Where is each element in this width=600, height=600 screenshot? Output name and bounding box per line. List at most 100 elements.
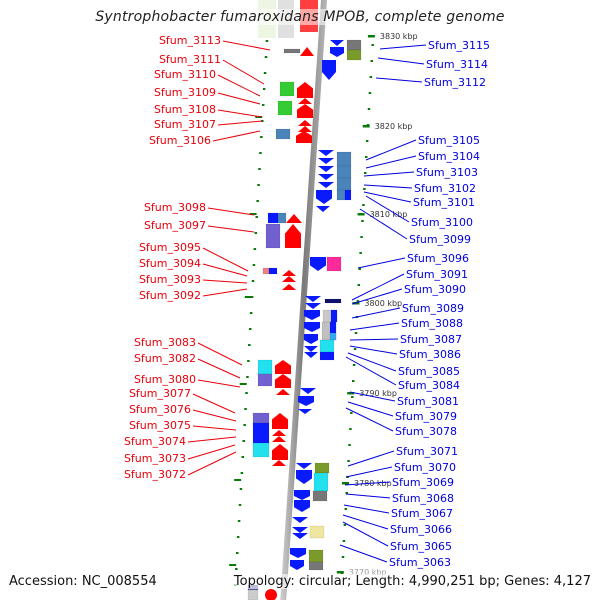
leader-line (197, 379, 241, 388)
leader-line (342, 514, 389, 530)
feature-box (336, 151, 352, 167)
feature-box (279, 81, 295, 97)
ruler-dot (371, 44, 374, 46)
ruler-dot (364, 172, 367, 174)
forward-gene-arrow (275, 374, 291, 388)
leader-line (192, 393, 236, 414)
leader-line (197, 358, 241, 379)
ruler-dot (345, 492, 348, 494)
reverse-gene-arrow (292, 517, 308, 523)
scale-tick-label: 3770 kbp (349, 568, 387, 577)
feature-box (252, 442, 270, 458)
ruler-dot (247, 360, 250, 362)
feature-marker (265, 589, 277, 600)
gene-label-left: Sfum_3092 (139, 289, 201, 302)
leader-line (207, 207, 255, 216)
leader-line (217, 109, 263, 118)
reverse-gene-arrow (304, 352, 318, 358)
leader-line (217, 92, 261, 105)
forward-gene-arrow (275, 360, 291, 374)
feature-box (308, 561, 324, 571)
leader-line (202, 247, 249, 272)
leader-line (359, 208, 408, 240)
feature-box (268, 267, 278, 275)
gene-label-right: Sfum_3089 (402, 302, 464, 315)
forward-gene-arrow (298, 126, 312, 132)
ruler-dot (256, 200, 259, 202)
leader-line (363, 191, 412, 203)
scale-tick-label: 3790 kbp (359, 389, 397, 398)
feature-box (324, 298, 342, 304)
gene-label-left: Sfum_3083 (134, 336, 196, 349)
forward-gene-arrow (298, 98, 312, 104)
feature-box (336, 177, 352, 191)
scale-tick (357, 213, 365, 216)
leader-line (342, 521, 389, 547)
leader-line (347, 401, 394, 417)
leader-line (365, 155, 417, 169)
gene-label-right: Sfum_3115 (428, 39, 490, 52)
ruler-dot (261, 120, 264, 122)
gene-label-left: Sfum_3076 (129, 403, 191, 416)
ruler-dot (363, 188, 366, 190)
feature-box (312, 490, 328, 502)
reverse-gene-arrow (316, 190, 332, 204)
reverse-gene-arrow (310, 257, 326, 271)
forward-gene-arrow (282, 270, 296, 276)
feature-box (313, 472, 329, 492)
reverse-gene-arrow (290, 560, 304, 570)
gene-label-right: Sfum_3100 (411, 216, 473, 229)
ruler-dot (235, 552, 239, 554)
accession-text: Accession: NC_008554 (9, 574, 157, 589)
feature-box (326, 256, 342, 272)
scale-tick (362, 125, 370, 128)
ruler-dot (369, 76, 373, 78)
leader-line (363, 171, 415, 177)
feature-box (344, 189, 352, 201)
ruler-dot (258, 168, 261, 170)
ruler-dot (264, 56, 268, 58)
leader-line (347, 352, 397, 372)
leader-line (217, 120, 263, 126)
leader-line (349, 391, 396, 402)
forward-gene-arrow (272, 436, 286, 442)
ruler-dot (263, 72, 267, 74)
feature-box (319, 351, 335, 361)
leader-line (187, 451, 237, 476)
ruler-dot (251, 280, 255, 282)
scale-tick (234, 479, 242, 481)
gene-label-left: Sfum_3097 (144, 219, 206, 232)
gene-label-left: Sfum_3107 (154, 118, 216, 131)
ruler-dot (262, 88, 266, 90)
gene-label-right: Sfum_3099 (409, 233, 471, 246)
ruler-dot (356, 300, 360, 302)
reverse-gene-arrow (318, 158, 334, 164)
reverse-gene-arrow (294, 490, 310, 500)
scale-tick (336, 571, 344, 574)
reverse-gene-arrow (290, 548, 306, 558)
label-layer: Sfum_3113Sfum_3111Sfum_3110Sfum_3109Sfum… (124, 34, 490, 569)
forward-gene-arrow (298, 120, 312, 126)
gene-label-right: Sfum_3079 (395, 410, 457, 423)
ruler-dot (254, 232, 258, 234)
leader-line (379, 44, 427, 50)
reverse-gene-arrow (318, 150, 334, 156)
leader-line (345, 407, 394, 432)
leader-line (365, 139, 417, 161)
ruler-dot (239, 488, 243, 490)
gene-label-left: Sfum_3111 (159, 53, 221, 66)
gene-label-right: Sfum_3088 (401, 317, 463, 330)
feature-box (336, 165, 352, 179)
ruler-dot (352, 364, 356, 366)
leader-line (202, 279, 248, 284)
gene-label-right: Sfum_3090 (404, 283, 466, 296)
gene-label-right: Sfum_3086 (399, 348, 461, 361)
feature-box (346, 39, 362, 51)
gene-label-right: Sfum_3114 (426, 58, 488, 71)
reverse-gene-arrow (330, 40, 344, 46)
reverse-gene-arrow (304, 334, 318, 344)
scale-tick (341, 482, 349, 485)
ruler-dot (248, 344, 251, 346)
